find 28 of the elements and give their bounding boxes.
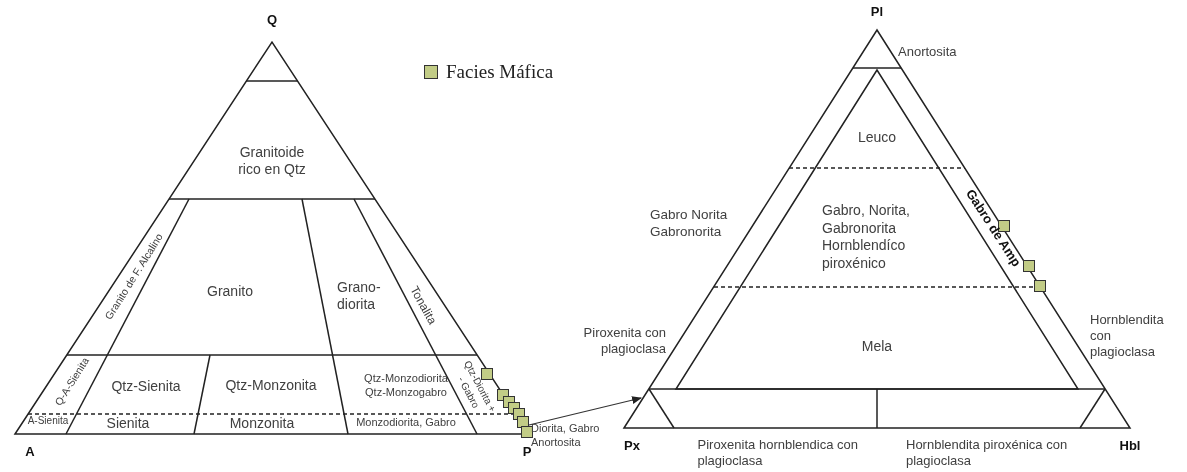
arrow [528,396,643,426]
vertex-label: Q [265,12,279,29]
rock-field-label: Monzonita [217,415,307,433]
rock-field-label: Gabro, Norita, Gabronorita Hornblendíco piroxénico [822,202,924,272]
vertex-label: Pl [869,4,885,21]
rock-field-label: Granito [190,283,270,301]
legend-label: Facies Máfica [446,60,554,84]
rock-field-label: Grano- diorita [337,278,387,314]
rock-field-label: Qtz-Monzodiorita Qtz-Monzogabro [358,372,454,400]
rock-field-label: Hornblendita piroxénica con plagioclasa [906,436,1106,469]
rock-field-label: Granitoide rico en Qtz [227,143,317,179]
rock-field-label: Qtz-Sienita [101,378,191,396]
rock-field-label: Diorita, Gabro Anortosita [531,422,609,450]
rock-field-label: A-Sienita [22,414,74,427]
vertex-label: P [521,444,532,461]
rock-field-label: Piroxenita hornblendica con plagioclasa [697,436,873,469]
vertex-label: Hbl [1118,438,1142,455]
rock-field-label: Anortosita [898,44,978,61]
rock-field-label: Hornblendita con plagioclasa [1090,311,1165,361]
rock-field-label: Monzodiorita, Gabro [346,416,466,430]
rock-field-label: Leuco [847,129,907,147]
rock-field-label: Piroxenita con plagioclasa [582,324,666,357]
rock-field-label: Sienita [93,415,163,433]
vertex-label: A [24,444,36,461]
vertex-label: Px [623,438,641,455]
rock-field-label: Gabro Norita Gabronorita [650,207,728,241]
rock-field-label: Mela [847,338,907,356]
rock-field-label: Qtz-Monzonita [216,377,326,395]
